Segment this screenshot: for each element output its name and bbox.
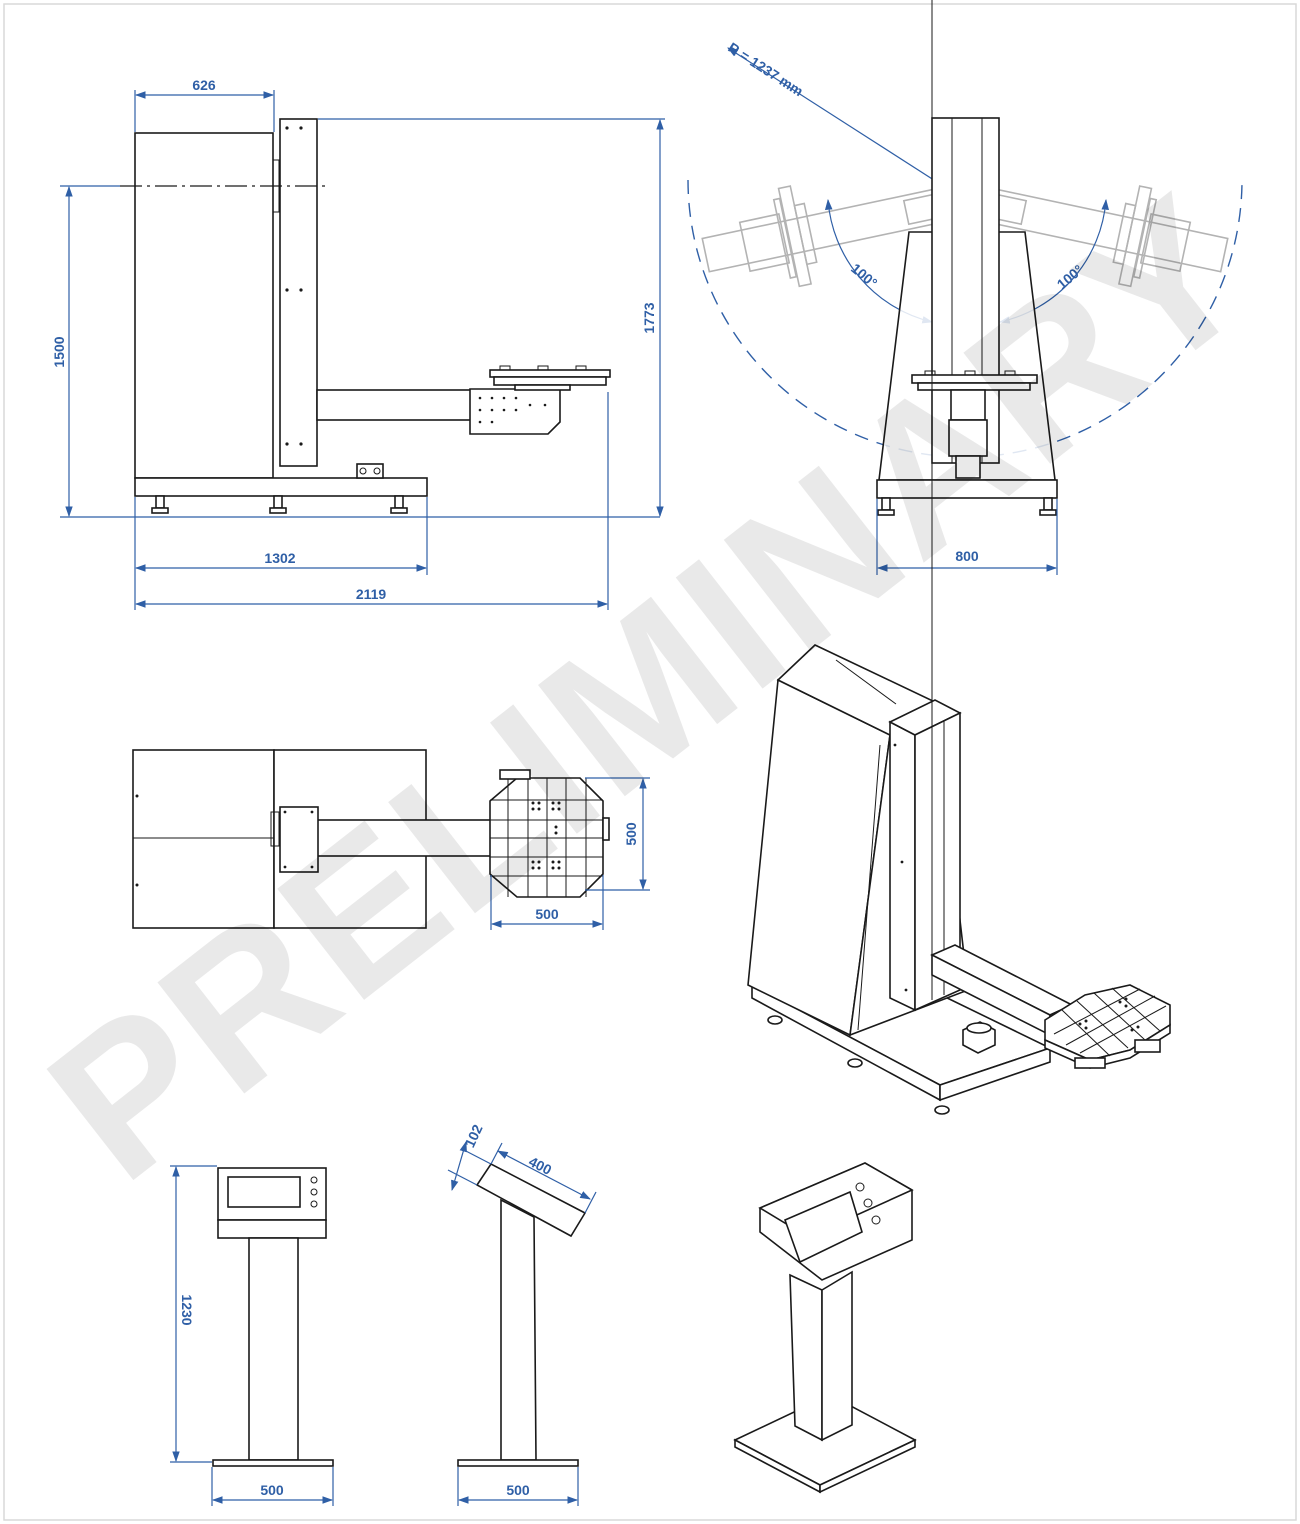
dim-kiosk-front-base: 500 [260,1482,284,1498]
kiosk-isometric [733,1162,917,1494]
top-view [132,749,610,929]
front-view [687,47,1243,516]
dim-panel-length: 400 [526,1153,554,1178]
dim-626: 626 [192,77,216,93]
dim-kiosk-side-base: 500 [506,1482,530,1498]
side-view-dimensions: 626 1500 1773 1302 2119 [51,77,665,610]
dim-800: 800 [955,548,979,564]
top-view-dimensions: 500 500 [490,777,650,930]
isometric-machine [747,0,1171,1115]
dim-plate-width: 500 [535,906,559,922]
side-view [120,118,611,514]
dim-panel-depth: 102 [461,1122,485,1150]
dim-1500: 1500 [51,336,67,367]
dim-kiosk-height: 1230 [179,1294,195,1325]
dim-plate-depth: 500 [623,822,639,846]
dim-1302: 1302 [264,550,295,566]
dim-1773: 1773 [641,302,657,333]
dim-radius: R = 1237 mm [725,39,806,99]
kiosk-front-view [212,1167,334,1467]
dim-angle-left: 100° [848,260,880,291]
dim-2119: 2119 [356,586,387,602]
kiosk-side-view [457,1162,587,1467]
kiosk-front-dimensions: 1230 500 [170,1165,334,1506]
sheet-border [3,3,1297,1521]
